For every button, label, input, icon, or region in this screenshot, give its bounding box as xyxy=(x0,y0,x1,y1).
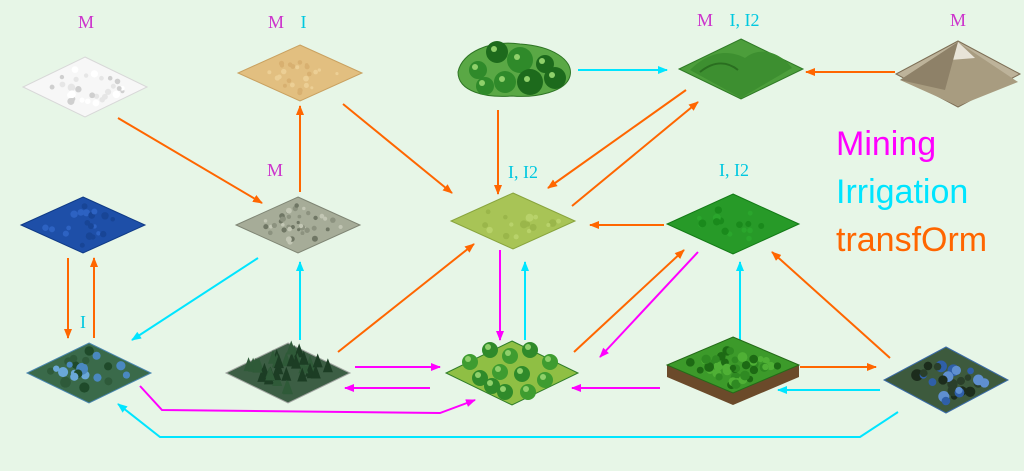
mining-arrow xyxy=(139,385,476,415)
ocean-tile xyxy=(19,196,147,254)
tag-plains: I, I2 xyxy=(508,162,550,183)
legend-irrigation: Irrigation xyxy=(836,173,969,211)
tag-desert-mining: M xyxy=(268,12,285,32)
transform-arrow xyxy=(337,243,475,353)
tag-hills: M I, I2 xyxy=(697,10,772,31)
tag-plains-irrigation: I, I2 xyxy=(508,162,538,182)
tag-desert: M I xyxy=(268,12,319,33)
hills-tile xyxy=(677,38,805,100)
tag-tundra-mining: M xyxy=(267,160,284,180)
tag-hills-irrigation: I, I2 xyxy=(729,10,760,30)
legend-mining: Mining xyxy=(836,125,937,163)
transform-arrow xyxy=(342,103,453,194)
forest-patch-tile xyxy=(457,41,571,97)
grassland-tile xyxy=(665,193,801,255)
jungle-tile xyxy=(665,336,801,405)
transform-arrow xyxy=(771,251,891,359)
tag-glacier: M xyxy=(78,12,106,33)
irrigation-arrow xyxy=(117,403,899,438)
tag-glacier-mining: M xyxy=(78,12,95,32)
irrigation-arrow xyxy=(131,257,259,341)
tundra-tile xyxy=(234,196,362,254)
tag-hills-mining: M xyxy=(697,10,714,30)
tag-swamp-irrigation: I xyxy=(80,312,86,332)
tag-grassland: I, I2 xyxy=(719,160,761,181)
tag-mountains-mining: M xyxy=(950,10,967,30)
tag-tundra: M xyxy=(267,160,295,181)
transform-arrow xyxy=(547,89,687,189)
transform-arrow xyxy=(117,117,263,204)
desert-tile xyxy=(236,44,364,102)
marsh-tile xyxy=(882,346,1010,414)
tag-desert-irrigation: I xyxy=(300,12,307,32)
swamp-tile xyxy=(25,342,153,404)
glacier-tile xyxy=(21,56,149,118)
tag-mountains: M xyxy=(950,10,978,31)
mining-arrow xyxy=(599,251,699,358)
mountains-tile xyxy=(894,40,1022,108)
transform-arrow xyxy=(571,101,699,207)
tag-grassland-irrigation: I, I2 xyxy=(719,160,749,180)
forest-tile xyxy=(444,340,580,406)
taiga-tile xyxy=(224,340,352,404)
tag-swamp: I xyxy=(80,312,98,333)
legend-transform: transfOrm xyxy=(836,221,988,259)
plains-tile xyxy=(449,192,577,250)
transform-arrow xyxy=(573,249,685,353)
